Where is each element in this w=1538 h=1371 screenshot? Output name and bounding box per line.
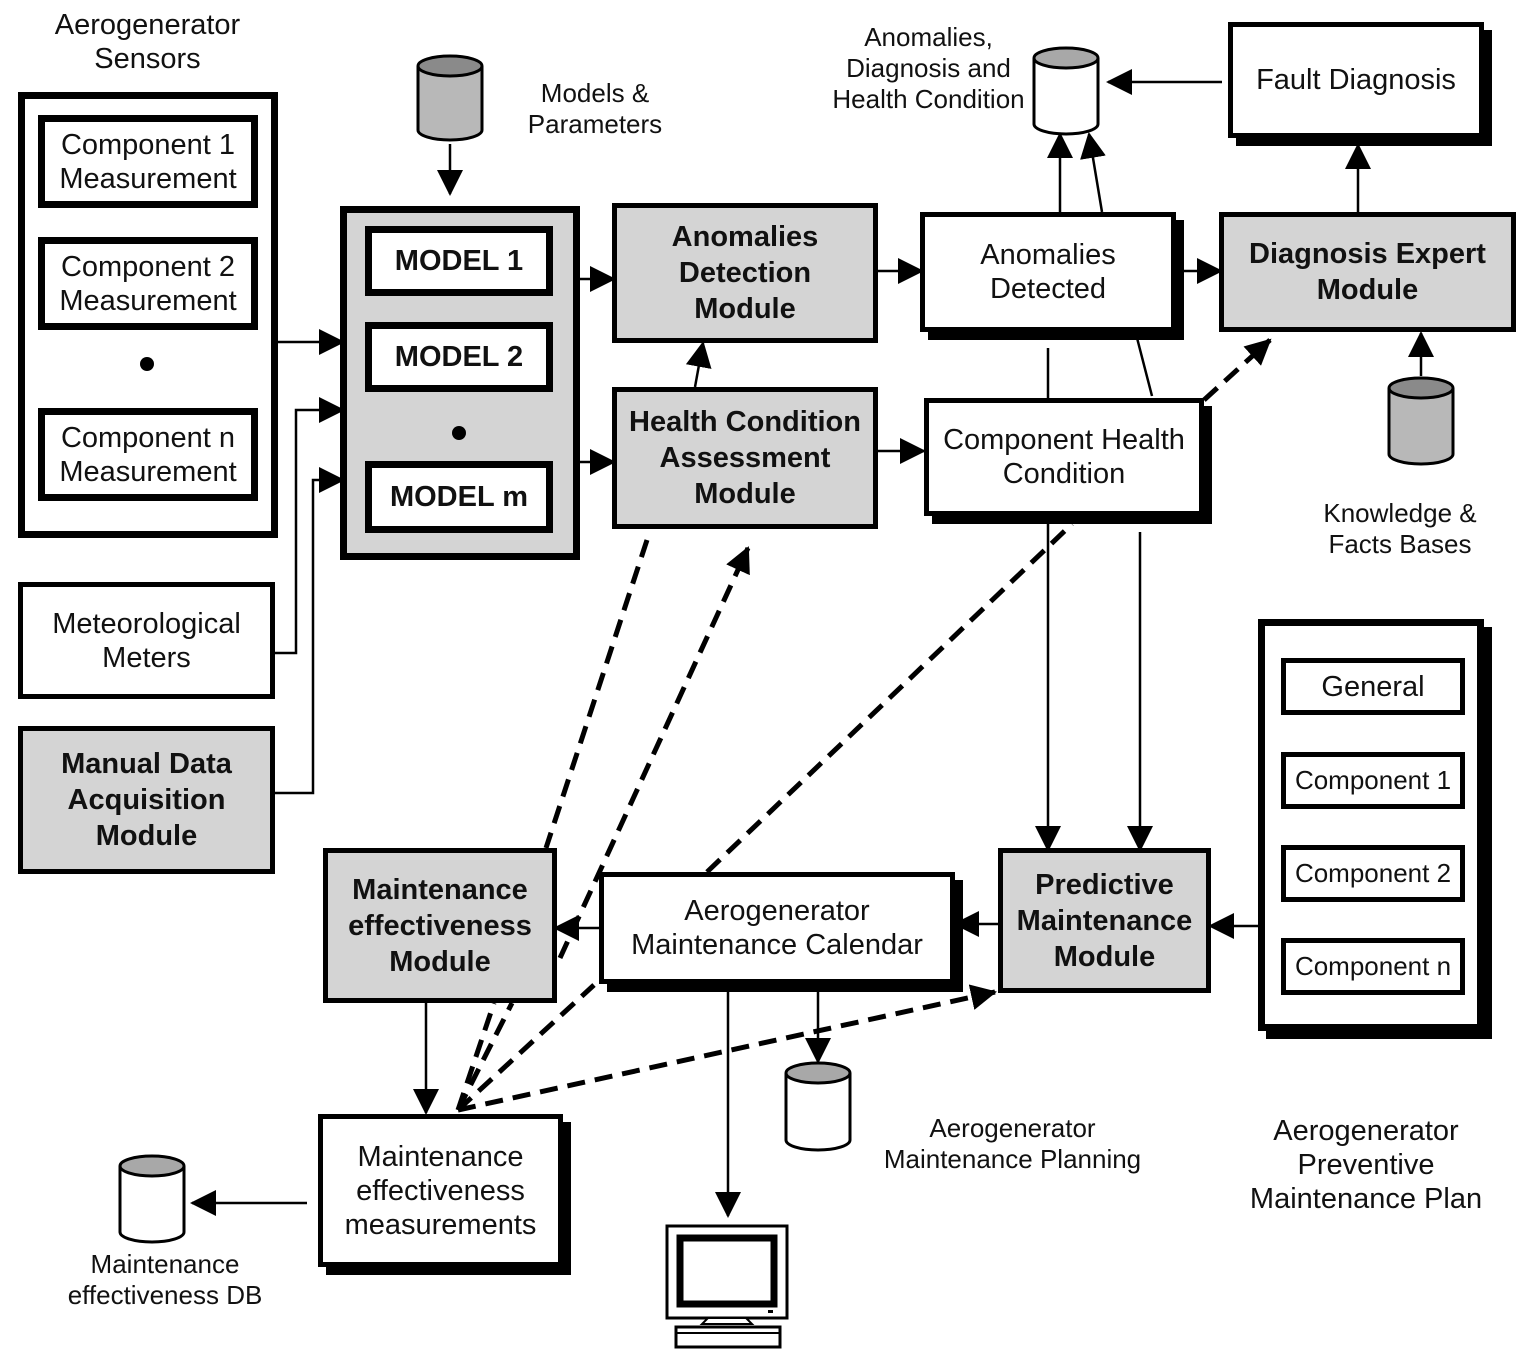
models-database-icon <box>416 54 484 142</box>
model-1[interactable]: MODEL 1 <box>365 226 553 296</box>
arrow-health-to-anomalies-module <box>685 341 712 388</box>
dashed-calendar-to-health-condition <box>705 522 1074 874</box>
computer-monitor-icon[interactable] <box>665 1224 789 1349</box>
effectiveness-db-label: Maintenance effectiveness DB <box>67 1249 263 1310</box>
models-db-label: Models & Parameters <box>527 78 663 139</box>
manual-data-acquisition-module[interactable]: Manual Data Acquisition Module <box>18 726 275 874</box>
sensors-title: Aerogenerator Sensors <box>54 9 241 75</box>
diagnosis-expert-module[interactable]: Diagnosis Expert Module <box>1219 212 1516 332</box>
arrow-manual-to-models <box>275 467 345 795</box>
meteorological-meters[interactable]: Meteorological Meters <box>18 582 275 699</box>
dashed-measurements-to-effectiveness-2 <box>455 1001 515 1112</box>
knowledge-db-label: Knowledge & Facts Bases <box>1323 498 1477 559</box>
dashed-measurements-to-calendar <box>456 983 596 1112</box>
anomalies-database-icon <box>1032 46 1100 136</box>
maintenance-effectiveness-measurements[interactable]: Maintenance effectiveness measurements <box>318 1114 563 1267</box>
effectiveness-database-icon <box>118 1154 186 1244</box>
anomalies-db-label: Anomalies, Diagnosis and Health Conditio… <box>832 22 1025 114</box>
anomalies-detected[interactable]: Anomalies Detected <box>920 212 1176 332</box>
arrow-detected-to-anomalies-db-2 <box>1080 132 1106 213</box>
maintenance-calendar[interactable]: Aerogenerator Maintenance Calendar <box>599 872 955 984</box>
ellipsis-dot <box>452 426 466 440</box>
knowledge-database-icon <box>1387 376 1455 466</box>
plan-item-general[interactable]: General <box>1281 658 1465 715</box>
dashed-measurements-to-predictive <box>457 984 997 1113</box>
fault-diagnosis[interactable]: Fault Diagnosis <box>1228 22 1484 138</box>
preventive-plan-title: Aerogenerator Preventive Maintenance Pla… <box>1249 1115 1483 1215</box>
plan-item-component-n[interactable]: Component n <box>1281 938 1465 995</box>
dashed-health-condition-to-diagnosis <box>1202 338 1272 402</box>
ellipsis-dot <box>140 357 154 371</box>
sensor-component-2[interactable]: Component 2 Measurement <box>38 237 258 330</box>
component-health-condition[interactable]: Component Health Condition <box>924 398 1204 516</box>
arrow-meteo-to-models <box>273 397 345 655</box>
plan-item-component-1[interactable]: Component 1 <box>1281 752 1465 809</box>
predictive-maintenance-module[interactable]: Predictive Maintenance Module <box>998 848 1211 993</box>
planning-db-label: Aerogenerator Maintenance Planning <box>883 1113 1142 1174</box>
anomalies-detection-module[interactable]: Anomalies Detection Module <box>612 203 878 343</box>
line-health-to-detected-2 <box>1134 333 1154 397</box>
dashed-measurements-to-health <box>557 546 751 960</box>
sensor-component-n[interactable]: Component n Measurement <box>38 408 258 501</box>
health-condition-assessment-module[interactable]: Health Condition Assessment Module <box>612 387 878 529</box>
dashed-measurements-to-effectiveness-1 <box>455 1002 497 1111</box>
model-m[interactable]: MODEL m <box>365 461 553 533</box>
maintenance-effectiveness-module[interactable]: Maintenance effectiveness Module <box>323 848 557 1003</box>
plan-item-component-2[interactable]: Component 2 <box>1281 845 1465 902</box>
planning-database-icon <box>784 1061 852 1152</box>
model-2[interactable]: MODEL 2 <box>365 322 553 392</box>
sensor-component-1[interactable]: Component 1 Measurement <box>38 115 258 208</box>
